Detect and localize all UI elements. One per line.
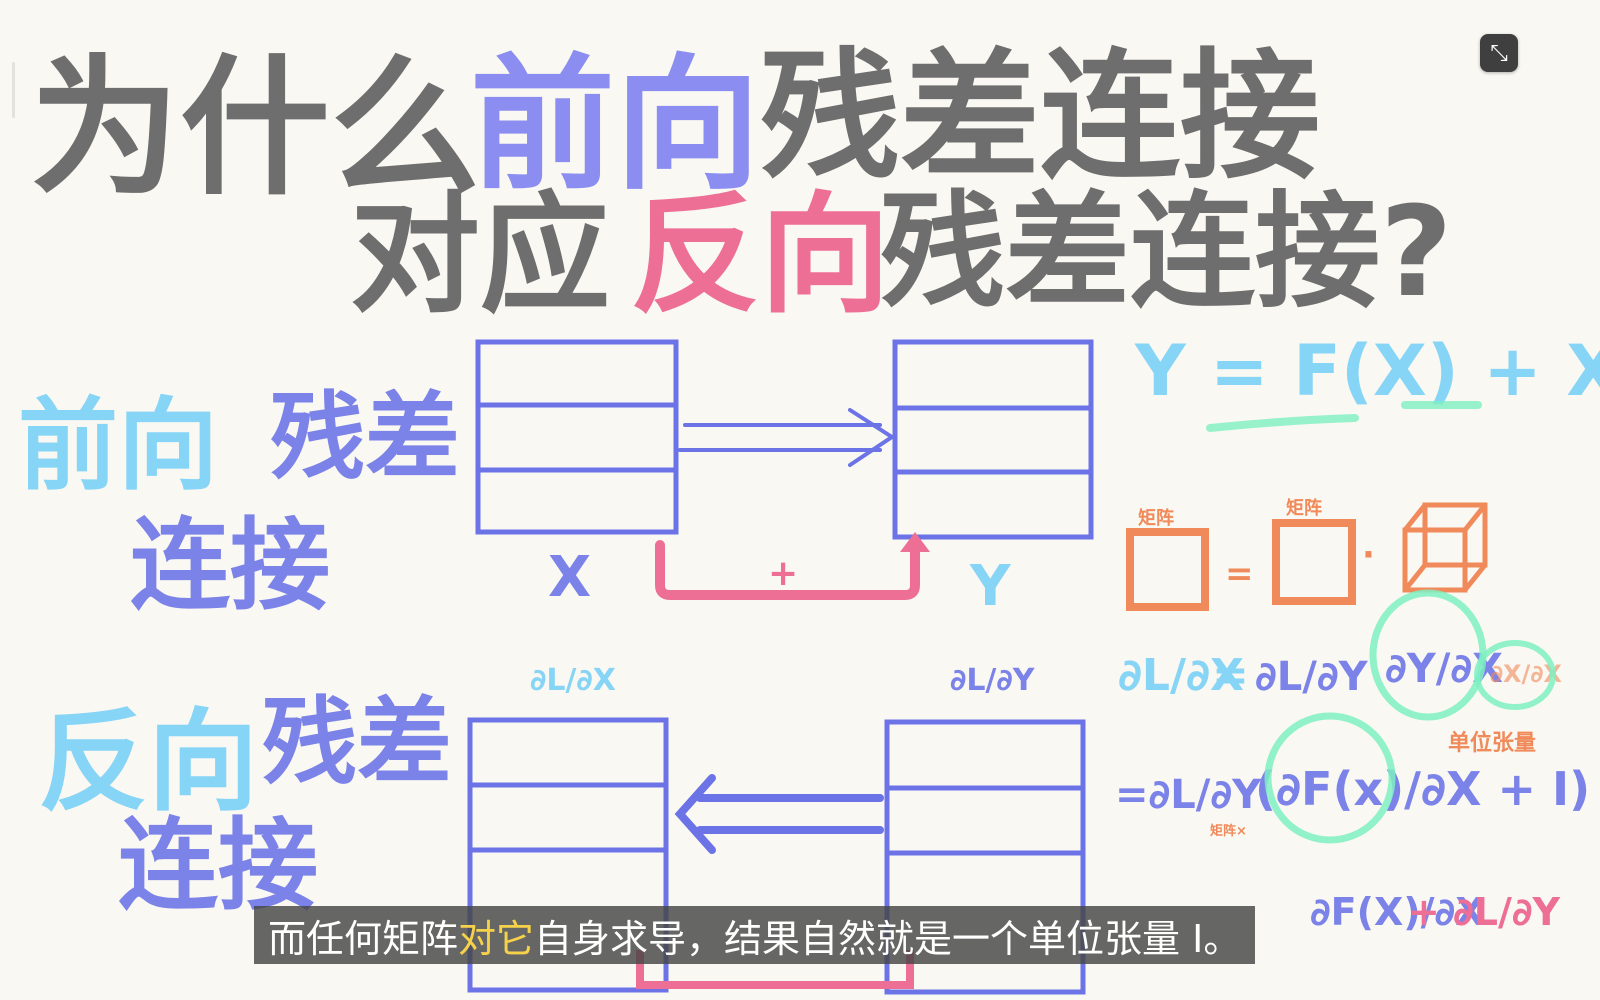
chain-rule-rhs-a: ∂L/∂Y bbox=[1255, 654, 1369, 700]
expand-part-b: (∂F(x)/∂X + I) bbox=[1255, 762, 1590, 816]
chain-rule-lhs: ∂L/∂X bbox=[1118, 650, 1244, 701]
matrix-label-1: 矩阵 bbox=[1138, 507, 1174, 529]
expand-small-note: 矩阵× bbox=[1209, 823, 1247, 839]
backward-section: 反向 残差 连接 ∂L/∂X ∂L/∂Y bbox=[38, 663, 1086, 995]
matrix-equals: = bbox=[1225, 554, 1254, 594]
video-subtitle: 而任何矩阵对它自身求导，结果自然就是一个单位张量 I。 bbox=[254, 906, 1256, 964]
expand-part-c: ∂F(X)/∂X bbox=[1310, 890, 1485, 934]
chain-rule-equals: = bbox=[1212, 650, 1249, 701]
title-line1-part-a: 为什么 bbox=[30, 42, 480, 216]
backward-arrow bbox=[674, 774, 884, 854]
grad-right-label: ∂L/∂Y bbox=[950, 663, 1036, 698]
backward-label-2: 残差 bbox=[262, 688, 452, 798]
backward-skip-connection bbox=[636, 950, 914, 989]
backward-label-1: 反向 bbox=[38, 698, 258, 826]
tensor-cube-icon bbox=[1402, 502, 1488, 593]
backward-left-box bbox=[467, 717, 669, 993]
title-line2-part-b: 反向 bbox=[630, 179, 890, 331]
residual-formula: Y = F(X) + X bbox=[1134, 330, 1600, 412]
glow-underline-f bbox=[1206, 414, 1359, 432]
glow-circle-dx-dx bbox=[1474, 640, 1556, 710]
forward-input-box bbox=[475, 339, 679, 535]
title-line2-part-c: 残差连接? bbox=[880, 180, 1453, 325]
forward-section: 前向 残差 连接 X Y + bbox=[18, 339, 1094, 624]
forward-label-3: 连接 bbox=[130, 507, 330, 624]
subtitle-text-highlight: 对它 bbox=[458, 916, 535, 961]
formula-panel: Y = F(X) + X 矩阵 = 矩阵 · ∂L/∂X = ∂L/∂Y ∂Y/… bbox=[1115, 330, 1600, 934]
skip-connection-line bbox=[655, 540, 920, 600]
forward-y-label: Y bbox=[969, 554, 1012, 619]
matrix-label-2: 矩阵 bbox=[1286, 497, 1322, 519]
glow-circle-df-dx bbox=[1264, 712, 1396, 844]
matrix-square-left bbox=[1126, 528, 1209, 611]
backward-right-box bbox=[884, 719, 1086, 995]
subtitle-text-after: 自身求导，结果自然就是一个单位张量 I。 bbox=[534, 916, 1242, 961]
scroll-handle[interactable] bbox=[12, 62, 15, 118]
title: 为什么 前向 残差连接 对应 反向 残差连接? bbox=[30, 36, 1453, 331]
matrix-dot: · bbox=[1362, 535, 1375, 575]
title-line1-part-b: 前向 bbox=[470, 41, 760, 210]
expand-part-a: =∂L/∂Y bbox=[1115, 772, 1262, 818]
skip-connection-arrowhead bbox=[900, 532, 930, 552]
minimize-button[interactable]: ⤡ bbox=[1480, 34, 1518, 72]
forward-output-box bbox=[892, 339, 1094, 540]
forward-x-label: X bbox=[548, 545, 591, 610]
expand-part-d: + ∂L/∂Y bbox=[1408, 890, 1561, 934]
grad-left-label: ∂L/∂X bbox=[530, 663, 616, 698]
forward-arrow bbox=[678, 408, 896, 467]
subtitle-text-before: 而任何矩阵 bbox=[268, 916, 459, 961]
unit-tensor-note: 单位张量 bbox=[1448, 730, 1536, 756]
forward-label-2: 残差 bbox=[270, 383, 460, 493]
forward-label-1: 前向 bbox=[18, 387, 218, 504]
title-line2-part-a: 对应 bbox=[350, 179, 610, 331]
matrix-square-right bbox=[1272, 519, 1356, 605]
backward-label-3: 连接 bbox=[118, 807, 318, 924]
skip-connection-plus: + bbox=[768, 553, 798, 594]
minimize-arrows-icon: ⤡ bbox=[1490, 40, 1508, 66]
title-line1-part-c: 残差连接 bbox=[760, 36, 1320, 199]
